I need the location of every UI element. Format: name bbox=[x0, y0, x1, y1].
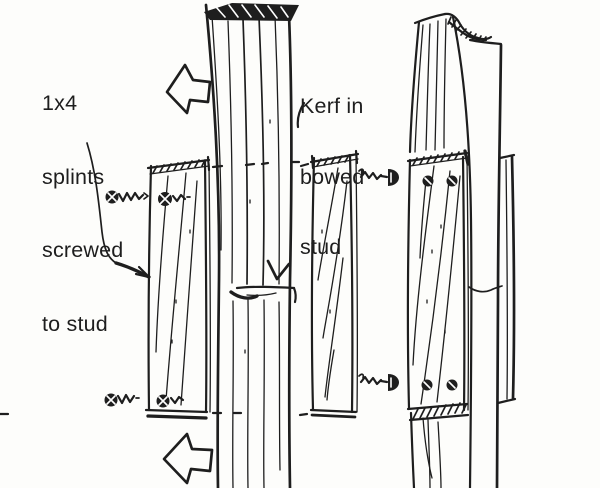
left-splint-screws bbox=[104, 190, 191, 408]
driven-screw-heads bbox=[421, 175, 458, 391]
left-splint bbox=[144, 155, 212, 420]
splints-label: 1x4 splints screwed to stud bbox=[42, 42, 123, 385]
push-arrow-top-icon bbox=[165, 63, 212, 115]
splints-label-line4: to stud bbox=[42, 311, 108, 336]
kerf-label-line3: stud bbox=[300, 235, 342, 259]
splints-label-line1: 1x4 bbox=[42, 91, 78, 115]
splints-leader-arrow bbox=[86, 142, 151, 279]
face-splint bbox=[406, 149, 470, 422]
kerf-label-line2: bowed bbox=[300, 164, 365, 189]
kerf-cut bbox=[229, 285, 297, 304]
right-splint bbox=[309, 149, 360, 419]
alignment-dashes bbox=[0, 160, 310, 417]
kerf-label-line1: Kerf in bbox=[300, 94, 364, 118]
kerf-line bbox=[468, 285, 503, 293]
repaired-stud bbox=[408, 12, 503, 488]
stud-top-end-grain bbox=[204, 3, 299, 21]
splints-label-line3: screwed bbox=[42, 238, 124, 262]
bowed-stud bbox=[204, 3, 299, 488]
stud-top-break bbox=[443, 12, 493, 42]
repaired-view bbox=[406, 12, 517, 488]
far-splint-edge bbox=[496, 153, 517, 405]
bow-view bbox=[0, 3, 399, 488]
push-arrow-bottom-icon bbox=[162, 432, 214, 485]
splints-label-line2: splints bbox=[42, 164, 105, 189]
right-splint-screws bbox=[358, 168, 399, 391]
kerf-label: Kerf in bowed stud bbox=[300, 48, 364, 307]
kerf-leader-arrow bbox=[266, 101, 306, 281]
